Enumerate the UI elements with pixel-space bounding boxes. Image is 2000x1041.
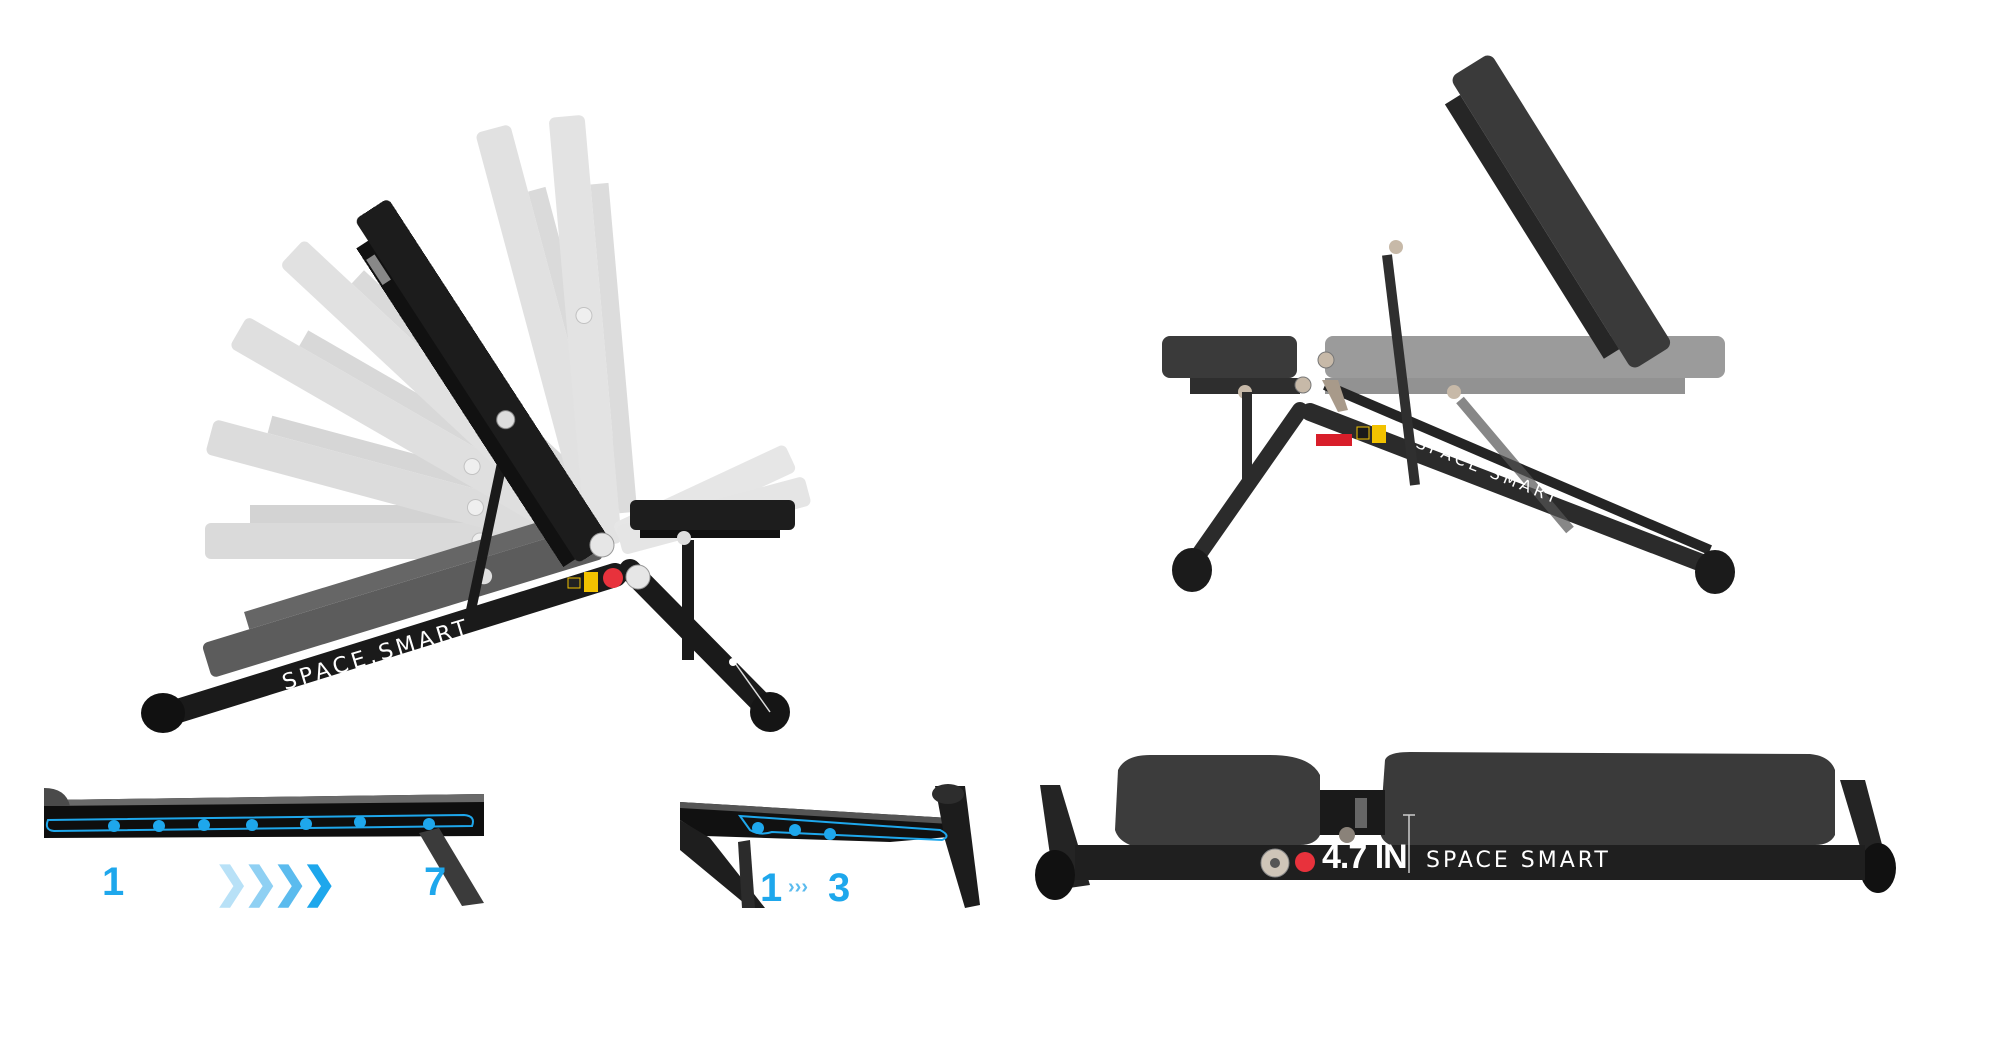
release-button-icon: [603, 568, 623, 588]
brand-text: SPACE SMART: [1414, 433, 1564, 508]
backrest: [356, 200, 610, 568]
seat-positions-view: 1 ››› 3: [680, 780, 985, 910]
position-holes: [752, 822, 836, 840]
backrest-rail-illustration: [44, 788, 484, 906]
incline-side-view: SPACE SMART: [1150, 40, 1770, 600]
brand-text: SPACE SMART: [1426, 848, 1611, 873]
seat-position-end: 3: [828, 866, 851, 910]
folded-height-label: 4.7 IN: [1322, 838, 1408, 876]
seat-position-start: 1: [760, 866, 783, 910]
warning-label-icon: [584, 572, 598, 592]
progress-arrows-icon: ❯❯❯❯: [214, 859, 337, 906]
incline-fan-illustration: SPACE.SMART: [141, 115, 811, 733]
release-lever-icon: [1316, 434, 1352, 446]
release-button-icon: [1295, 852, 1315, 872]
backrest-position-start: 1: [102, 860, 125, 904]
backrest-position-end: 7: [424, 860, 447, 904]
progress-arrows-icon: ›››: [788, 876, 808, 898]
seat-rail-illustration: [680, 784, 980, 908]
position-holes: [108, 816, 435, 832]
pivot-knob: [625, 564, 651, 590]
backrest-positions-view: 1 ❯❯❯❯ 7: [44, 788, 484, 908]
folded-bench-illustration: [1035, 752, 1896, 900]
seat-pad: [630, 500, 795, 545]
folded-view: 4.7 IN SPACE SMART: [1030, 740, 1910, 910]
pivot-knob: [589, 532, 615, 558]
warning-label-icon: [1372, 425, 1386, 443]
incline-fan-view: SPACE.SMART: [0, 0, 1000, 760]
incline-bench-illustration: SPACE SMART: [1162, 55, 1735, 594]
